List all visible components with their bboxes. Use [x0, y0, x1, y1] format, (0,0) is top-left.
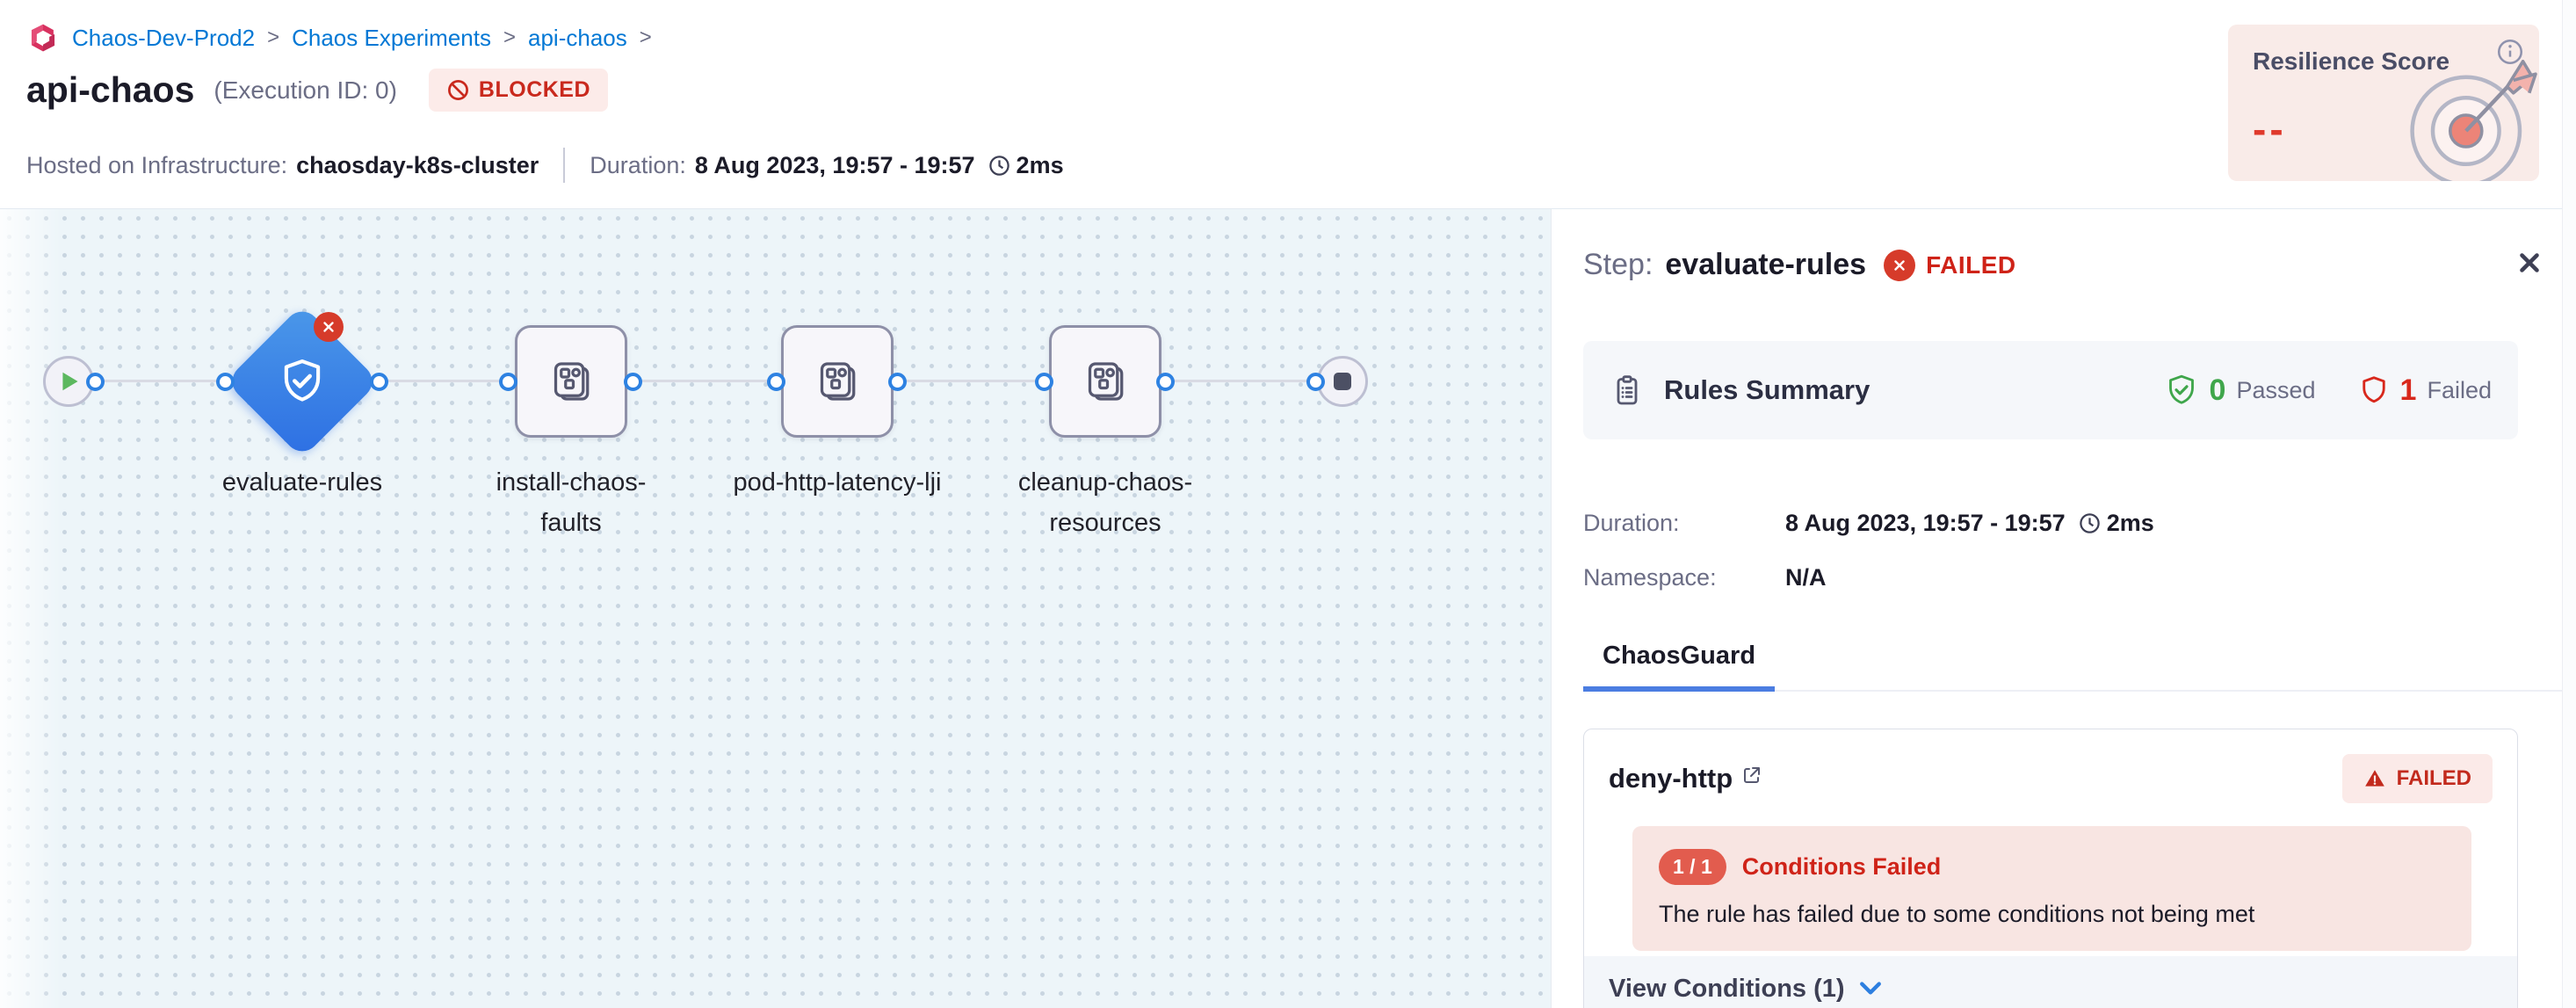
step-status: FAILED: [1926, 250, 2016, 279]
rules-summary-card: Rules Summary 0 Passed 1 Failed: [1583, 341, 2518, 439]
chaos-step-icon: [545, 355, 597, 408]
port[interactable]: [1306, 373, 1325, 391]
resilience-score-card: Resilience Score --: [2228, 25, 2539, 181]
shield-failed-icon: [2358, 374, 2390, 406]
panel-duration-ms: 2ms: [2106, 510, 2154, 536]
passed-count: 0: [2209, 373, 2226, 407]
breadcrumb-experiment-name[interactable]: api-chaos: [528, 24, 627, 51]
node-cleanup-chaos-resources[interactable]: [1049, 325, 1161, 438]
infra-value: chaosday-k8s-cluster: [296, 151, 539, 178]
node-pod-http-latency[interactable]: [781, 325, 894, 438]
step-details-panel: Step: evaluate-rules FAILED Rules Summar…: [1551, 209, 2576, 1008]
port[interactable]: [499, 373, 517, 391]
breadcrumb-experiments[interactable]: Chaos Experiments: [292, 24, 491, 51]
view-conditions-toggle[interactable]: View Conditions (1): [1584, 956, 2517, 1008]
node-label: cleanup-chaos-resources: [1017, 468, 1193, 537]
port[interactable]: [888, 373, 907, 391]
duration-ms: 2ms: [1016, 151, 1064, 178]
chaos-step-icon: [811, 355, 864, 408]
step-name: evaluate-rules: [1665, 248, 1867, 281]
page-header: Chaos-Dev-Prod2 > Chaos Experiments > ap…: [0, 0, 2576, 209]
node-evaluate-rules[interactable]: [225, 304, 380, 459]
rule-name[interactable]: deny-http: [1609, 763, 1733, 794]
start-node[interactable]: [43, 356, 94, 407]
no-entry-icon: [446, 78, 470, 102]
experiment-meta: Hosted on Infrastructure: chaosday-k8s-c…: [26, 148, 1064, 183]
conditions-ratio-pill: 1 / 1: [1659, 849, 1726, 885]
node-failed-badge-icon: [314, 312, 344, 342]
divider: [563, 148, 566, 183]
rule-status-label: FAILED: [2396, 766, 2471, 790]
panel-duration-label: Duration:: [1583, 510, 1680, 536]
breadcrumb-separator: >: [503, 25, 517, 49]
namespace-value: N/A: [1785, 564, 1827, 591]
port[interactable]: [86, 373, 105, 391]
tab-chaosguard[interactable]: ChaosGuard: [1583, 629, 1776, 692]
breadcrumb-project[interactable]: Chaos-Dev-Prod2: [72, 24, 256, 51]
port[interactable]: [370, 373, 388, 391]
node-label: install-chaos-faults: [496, 468, 647, 537]
passed-label: Passed: [2236, 376, 2316, 403]
clock-icon: [2078, 511, 2102, 535]
page-title: api-chaos: [26, 69, 195, 110]
scrollbar[interactable]: [2562, 0, 2576, 1008]
shield-check-icon: [277, 356, 328, 407]
resilience-score-title: Resilience Score: [2253, 47, 2450, 75]
breadcrumb: Chaos-Dev-Prod2 > Chaos Experiments > ap…: [26, 21, 652, 54]
chevron-down-icon: [1859, 981, 1882, 997]
port[interactable]: [1035, 373, 1053, 391]
info-icon[interactable]: [2495, 37, 2525, 71]
status-badge-label: BLOCKED: [478, 77, 591, 102]
step-label: Step:: [1583, 248, 1653, 281]
conditions-failed-alert: 1 / 1 Conditions Failed The rule has fai…: [1632, 826, 2471, 951]
external-link-icon[interactable]: [1741, 765, 1762, 786]
breadcrumb-separator: >: [639, 25, 652, 49]
failed-label: Failed: [2427, 376, 2492, 403]
node-install-chaos-faults[interactable]: [515, 325, 627, 438]
duration-label: Duration:: [590, 151, 686, 178]
infra-label: Hosted on Infrastructure:: [26, 151, 288, 178]
conditions-failed-title: Conditions Failed: [1741, 853, 1942, 880]
panel-tabs: ChaosGuard: [1583, 629, 2576, 692]
duration-value: 8 Aug 2023, 19:57 - 19:57: [694, 151, 975, 178]
port[interactable]: [1156, 373, 1175, 391]
port[interactable]: [624, 373, 642, 391]
target-dart-illustration: [2393, 36, 2539, 181]
namespace-label: Namespace:: [1583, 564, 1717, 591]
close-icon[interactable]: [2514, 248, 2544, 282]
step-failed-icon: [1884, 249, 1916, 281]
panel-duration-text: 8 Aug 2023, 19:57 - 19:57: [1785, 510, 2066, 536]
warning-icon: [2363, 767, 2386, 790]
shield-passed-icon: [2164, 373, 2199, 408]
status-badge-blocked: BLOCKED: [428, 69, 609, 112]
pipeline-edge: [69, 380, 1342, 382]
node-label: evaluate-rules: [221, 468, 383, 497]
port[interactable]: [767, 373, 785, 391]
node-label: pod-http-latency-lji: [733, 468, 942, 497]
port[interactable]: [216, 373, 235, 391]
execution-id: (Execution ID: 0): [213, 76, 397, 104]
failed-count: 1: [2399, 373, 2417, 407]
resilience-score-value: --: [2253, 106, 2287, 152]
rule-card-deny-http: deny-http FAILED: [1583, 729, 2518, 1008]
clock-icon: [988, 154, 1011, 178]
chaos-step-icon: [1079, 355, 1132, 408]
breadcrumb-separator: >: [267, 25, 280, 49]
clipboard-icon: [1610, 373, 1645, 408]
view-conditions-label: View Conditions (1): [1609, 974, 1845, 1003]
play-icon: [61, 371, 80, 392]
conditions-failed-detail: The rule has failed due to some conditio…: [1659, 901, 2255, 927]
panel-duration-value: 8 Aug 2023, 19:57 - 19:57 2ms: [1785, 510, 2154, 537]
chaos-module-logo-icon: [26, 21, 60, 54]
stop-icon: [1334, 373, 1351, 390]
rules-summary-title: Rules Summary: [1664, 374, 1870, 405]
pipeline-canvas[interactable]: evaluate-rules install-chaos-faults pod-…: [0, 209, 1551, 1008]
rule-status-badge: FAILED: [2341, 754, 2493, 803]
